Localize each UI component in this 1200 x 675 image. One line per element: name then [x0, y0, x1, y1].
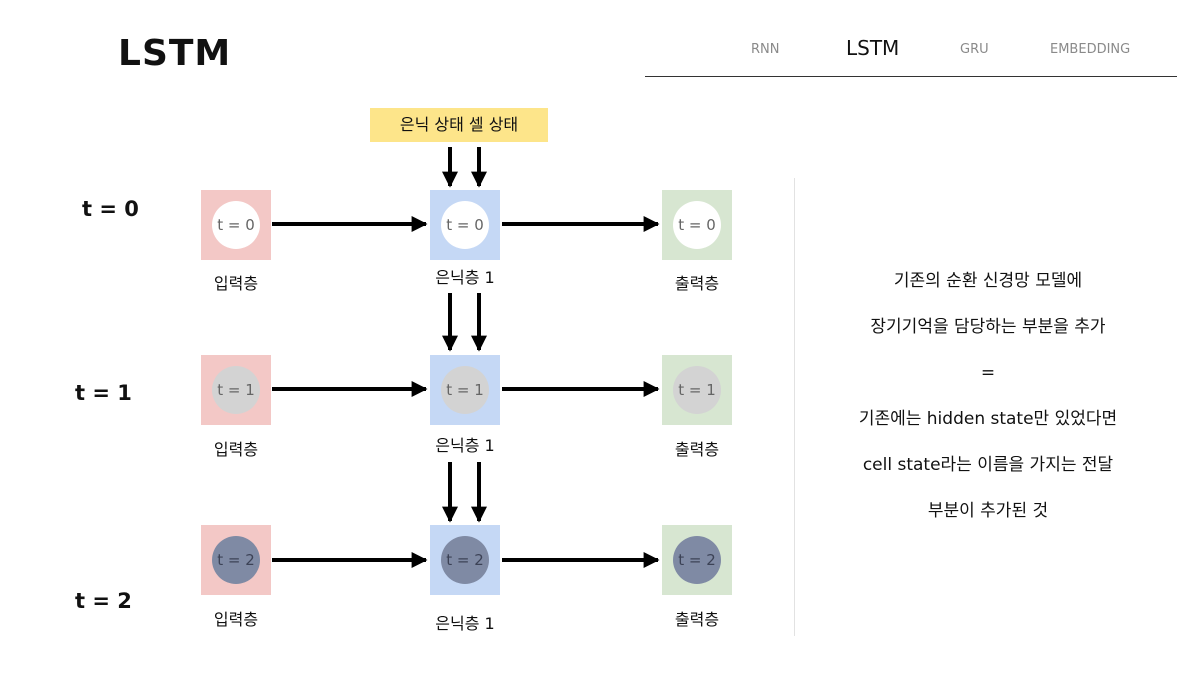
input-node-t1: t = 1 — [201, 355, 271, 425]
output-node-t0: t = 0 — [662, 190, 732, 260]
description-line: 기존의 순환 신경망 모델에 — [893, 271, 1083, 291]
time-label-t0: t = 0 — [82, 197, 139, 221]
output-node-t1: t = 1 — [662, 355, 732, 425]
top-nav: RNN LSTM GRU EMBEDDING — [645, 30, 1177, 77]
hidden-node-t2: t = 2 — [430, 525, 500, 595]
description-panel: 기존의 순환 신경망 모델에 장기기억을 담당하는 부분을 추가 = 기존에는 … — [800, 258, 1176, 534]
input-label-t0: 입력층 — [213, 274, 259, 293]
input-node-t0: t = 0 — [201, 190, 271, 260]
hidden-circle-t0: t = 0 — [441, 201, 489, 249]
input-node-t2: t = 2 — [201, 525, 271, 595]
input-label-t2: 입력층 — [213, 610, 259, 629]
hidden-circle-t2: t = 2 — [441, 536, 489, 584]
output-label-t1: 출력층 — [674, 440, 720, 459]
hidden-node-t0: t = 0 — [430, 190, 500, 260]
output-circle-t1: t = 1 — [673, 366, 721, 414]
time-label-t1: t = 1 — [75, 381, 132, 405]
tab-embedding[interactable]: EMBEDDING — [1050, 42, 1131, 57]
description-line: 기존에는 hidden state만 있었다면 — [858, 409, 1118, 429]
description-line: = — [980, 363, 996, 383]
description-line: 장기기억을 담당하는 부분을 추가 — [870, 317, 1106, 337]
output-circle-t2: t = 2 — [673, 536, 721, 584]
input-circle-t1: t = 1 — [212, 366, 260, 414]
output-label-t2: 출력층 — [674, 610, 720, 629]
section-divider — [794, 178, 795, 636]
output-circle-t0: t = 0 — [673, 201, 721, 249]
time-label-t2: t = 2 — [75, 589, 132, 613]
tab-rnn[interactable]: RNN — [751, 42, 780, 57]
hidden-node-t1: t = 1 — [430, 355, 500, 425]
output-label-t0: 출력층 — [674, 274, 720, 293]
state-label-banner: 은닉 상태 셀 상태 — [370, 108, 548, 142]
hidden-circle-t1: t = 1 — [441, 366, 489, 414]
hidden-label-t2: 은닉층 1 — [435, 614, 495, 633]
hidden-label-t1: 은닉층 1 — [435, 436, 495, 455]
tab-gru[interactable]: GRU — [960, 42, 989, 57]
hidden-label-t0: 은닉층 1 — [435, 268, 495, 287]
input-circle-t2: t = 2 — [212, 536, 260, 584]
page-title: LSTM — [118, 33, 232, 74]
input-circle-t0: t = 0 — [212, 201, 260, 249]
input-label-t1: 입력층 — [213, 440, 259, 459]
description-line: 부분이 추가된 것 — [927, 501, 1049, 521]
tab-lstm[interactable]: LSTM — [846, 36, 900, 60]
description-line: cell state라는 이름을 가지는 전달 — [862, 455, 1114, 475]
output-node-t2: t = 2 — [662, 525, 732, 595]
